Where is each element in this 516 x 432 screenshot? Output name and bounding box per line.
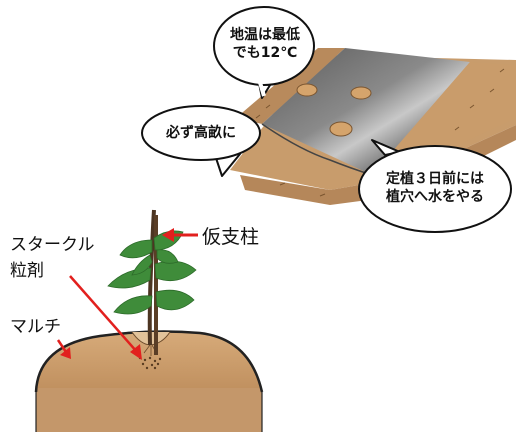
high-bed-line: 必ず高畝に (166, 125, 236, 141)
water-line1: 定植３日前には (386, 171, 484, 187)
plant-hole (350, 86, 372, 100)
arrow-support-post (162, 228, 198, 242)
granule-label-line2: 粒剤 (10, 261, 44, 281)
leaves (107, 230, 197, 315)
bubble-soil-temp (213, 6, 315, 99)
granule-label-line1: スタークル (10, 235, 95, 255)
arrow-granule (69, 275, 142, 360)
support-post (154, 215, 158, 355)
bubble-water (358, 139, 512, 233)
ground-soil (36, 388, 262, 432)
bed-side-soil (236, 48, 345, 124)
water-line2: 植穴へ水をやる (386, 189, 484, 206)
mound-cross-section (34, 330, 264, 432)
mound-soil (36, 330, 262, 390)
soil-temp-line2: でも12℃ (232, 45, 298, 62)
soil-temp-line1: 地温は最低 (230, 27, 300, 43)
bubble-high-bed (141, 105, 261, 177)
mulch-film-section (34, 330, 264, 393)
mulch-label: マルチ (10, 317, 61, 337)
support-post-label: 仮支柱 (202, 226, 260, 248)
plant-hole (296, 83, 318, 97)
bubble-water-text: 定植３日前には 植穴へ水をやる (362, 170, 508, 206)
seedling (107, 209, 197, 355)
granule-label: スタークル 粒剤 (10, 232, 95, 284)
mulch-film (262, 48, 470, 175)
bed-right-soil (372, 62, 516, 175)
bubble-high-bed-text: 必ず高畝に (146, 124, 256, 142)
bubble-soil-temp-text: 地温は最低 でも12℃ (218, 26, 312, 62)
mulch-film-edge (261, 123, 373, 176)
arrow-mulch (56, 339, 71, 359)
plant-hole (329, 121, 353, 137)
